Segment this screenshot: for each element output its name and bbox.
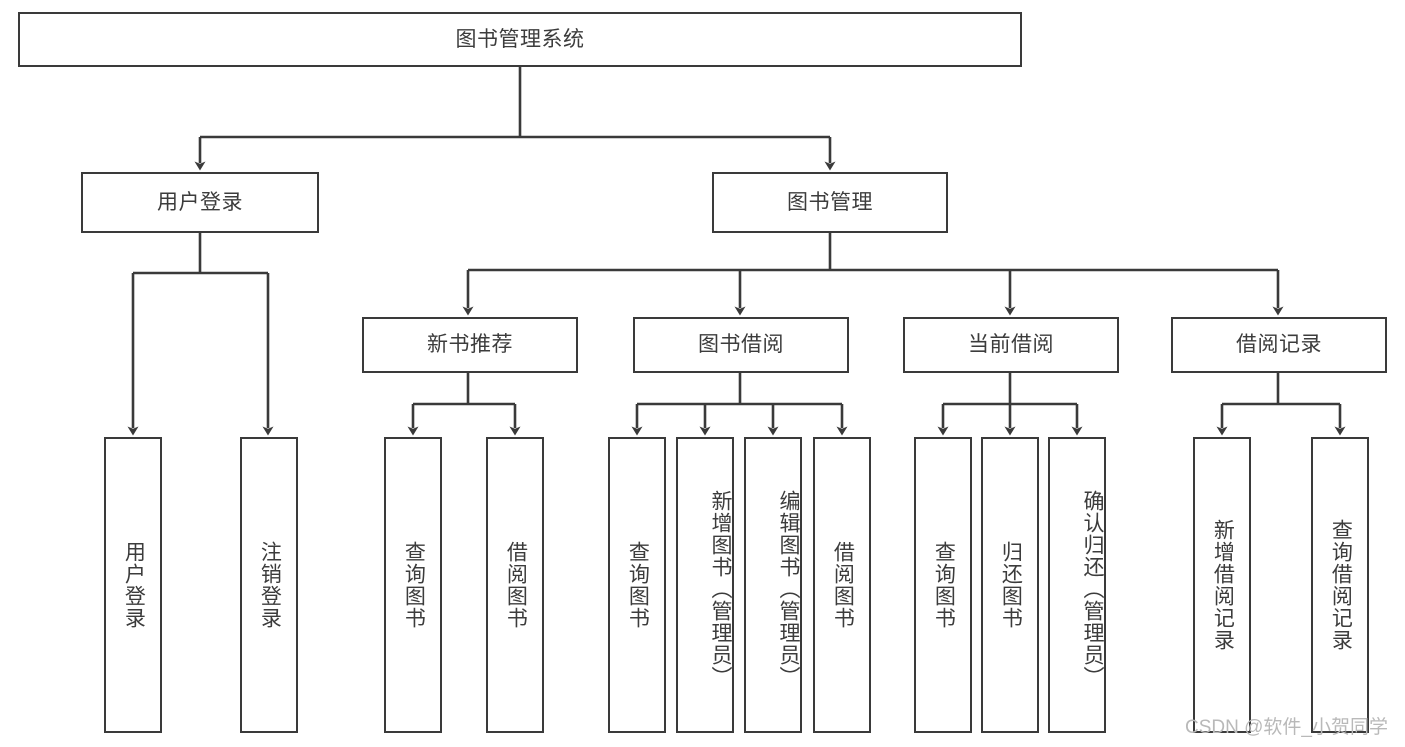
leaf-user-login[interactable]: 用户登录: [104, 437, 162, 733]
node-book-borrowing[interactable]: 图书借阅: [633, 317, 849, 373]
leaf-logout[interactable]: 注销登录: [240, 437, 298, 733]
leaf-return-book[interactable]: 归还图书: [981, 437, 1039, 733]
node-user-login[interactable]: 用户登录: [81, 172, 319, 233]
leaf-query-borrow-record[interactable]: 查询借阅记录: [1311, 437, 1369, 733]
leaf-query-book-recommend[interactable]: 查询图书: [384, 437, 442, 733]
leaf-query-book-current[interactable]: 查询图书: [914, 437, 972, 733]
node-root-book-management-system[interactable]: 图书管理系统: [18, 12, 1022, 67]
leaf-borrow-book-recommend[interactable]: 借阅图书: [486, 437, 544, 733]
node-new-book-recommendation[interactable]: 新书推荐: [362, 317, 578, 373]
leaf-add-borrow-record[interactable]: 新增借阅记录: [1193, 437, 1251, 733]
csdn-watermark: CSDN @软件_小贺同学: [1185, 717, 1388, 738]
leaf-add-book-admin[interactable]: 新增图书（管理员）: [676, 437, 734, 733]
leaf-borrow-book[interactable]: 借阅图书: [813, 437, 871, 733]
leaf-query-book-borrow[interactable]: 查询图书: [608, 437, 666, 733]
leaf-confirm-return-admin[interactable]: 确认归还（管理员）: [1048, 437, 1106, 733]
node-borrowing-record[interactable]: 借阅记录: [1171, 317, 1387, 373]
node-current-borrowing[interactable]: 当前借阅: [903, 317, 1119, 373]
node-book-management[interactable]: 图书管理: [712, 172, 948, 233]
leaf-edit-book-admin[interactable]: 编辑图书（管理员）: [744, 437, 802, 733]
